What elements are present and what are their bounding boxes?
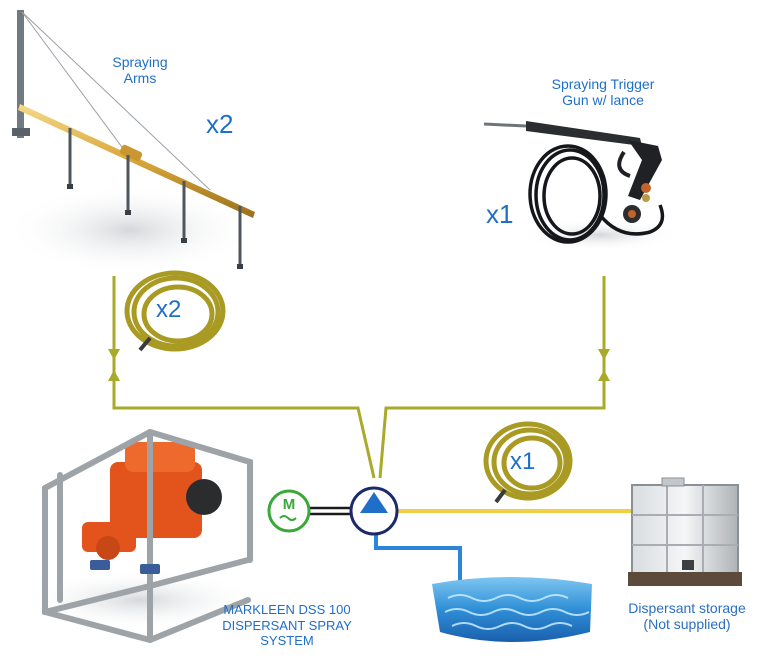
spraying-arms-quantity: x2 [206,109,234,139]
hose-right-quantity: x1 [510,448,536,475]
storage-caption-line1: Dispersant storage [628,600,746,616]
water-surface-icon [432,577,592,642]
distribution-lines [112,276,606,479]
hose-left-quantity: x2 [156,296,182,323]
spray-gun-label: Spraying Trigger Gun w/ lance [530,76,676,108]
spraying-arms-label: Spraying Arms [94,54,186,86]
spraying-arms-icon [5,10,255,275]
spraying-arms-label-line1: Spraying [112,54,168,70]
hose-coil-icon [483,421,573,504]
motor-icon [267,489,311,533]
ibc-tank-icon [628,477,742,586]
system-caption-line2: DISPERSANT SPRAY [222,617,352,633]
pump-icon [349,486,399,536]
storage-caption-line2: (Not supplied) [643,616,731,633]
flow-arrows [108,349,610,381]
motor-symbol-label: M [282,496,296,513]
spraying-arms-label-line2: Arms [123,70,157,87]
hose-coil-icon [124,270,226,352]
storage-caption: Dispersant storage (Not supplied) [612,600,762,632]
water-intake-line [374,530,462,582]
system-caption-line3: SYSTEM [260,633,314,649]
system-caption: MARKLEEN DSS 100 DISPERSANT SPRAY SYSTEM [212,602,362,649]
spray-gun-icon [483,121,680,251]
spray-gun-label-line2: Gun w/ lance [562,92,644,109]
spray-gun-label-line1: Spraying Trigger [551,76,655,92]
spray-gun-quantity: x1 [486,199,514,229]
system-caption-line1: MARKLEEN DSS 100 [223,602,351,617]
motor-shaft [310,506,350,516]
pump-skid-icon [20,428,260,644]
